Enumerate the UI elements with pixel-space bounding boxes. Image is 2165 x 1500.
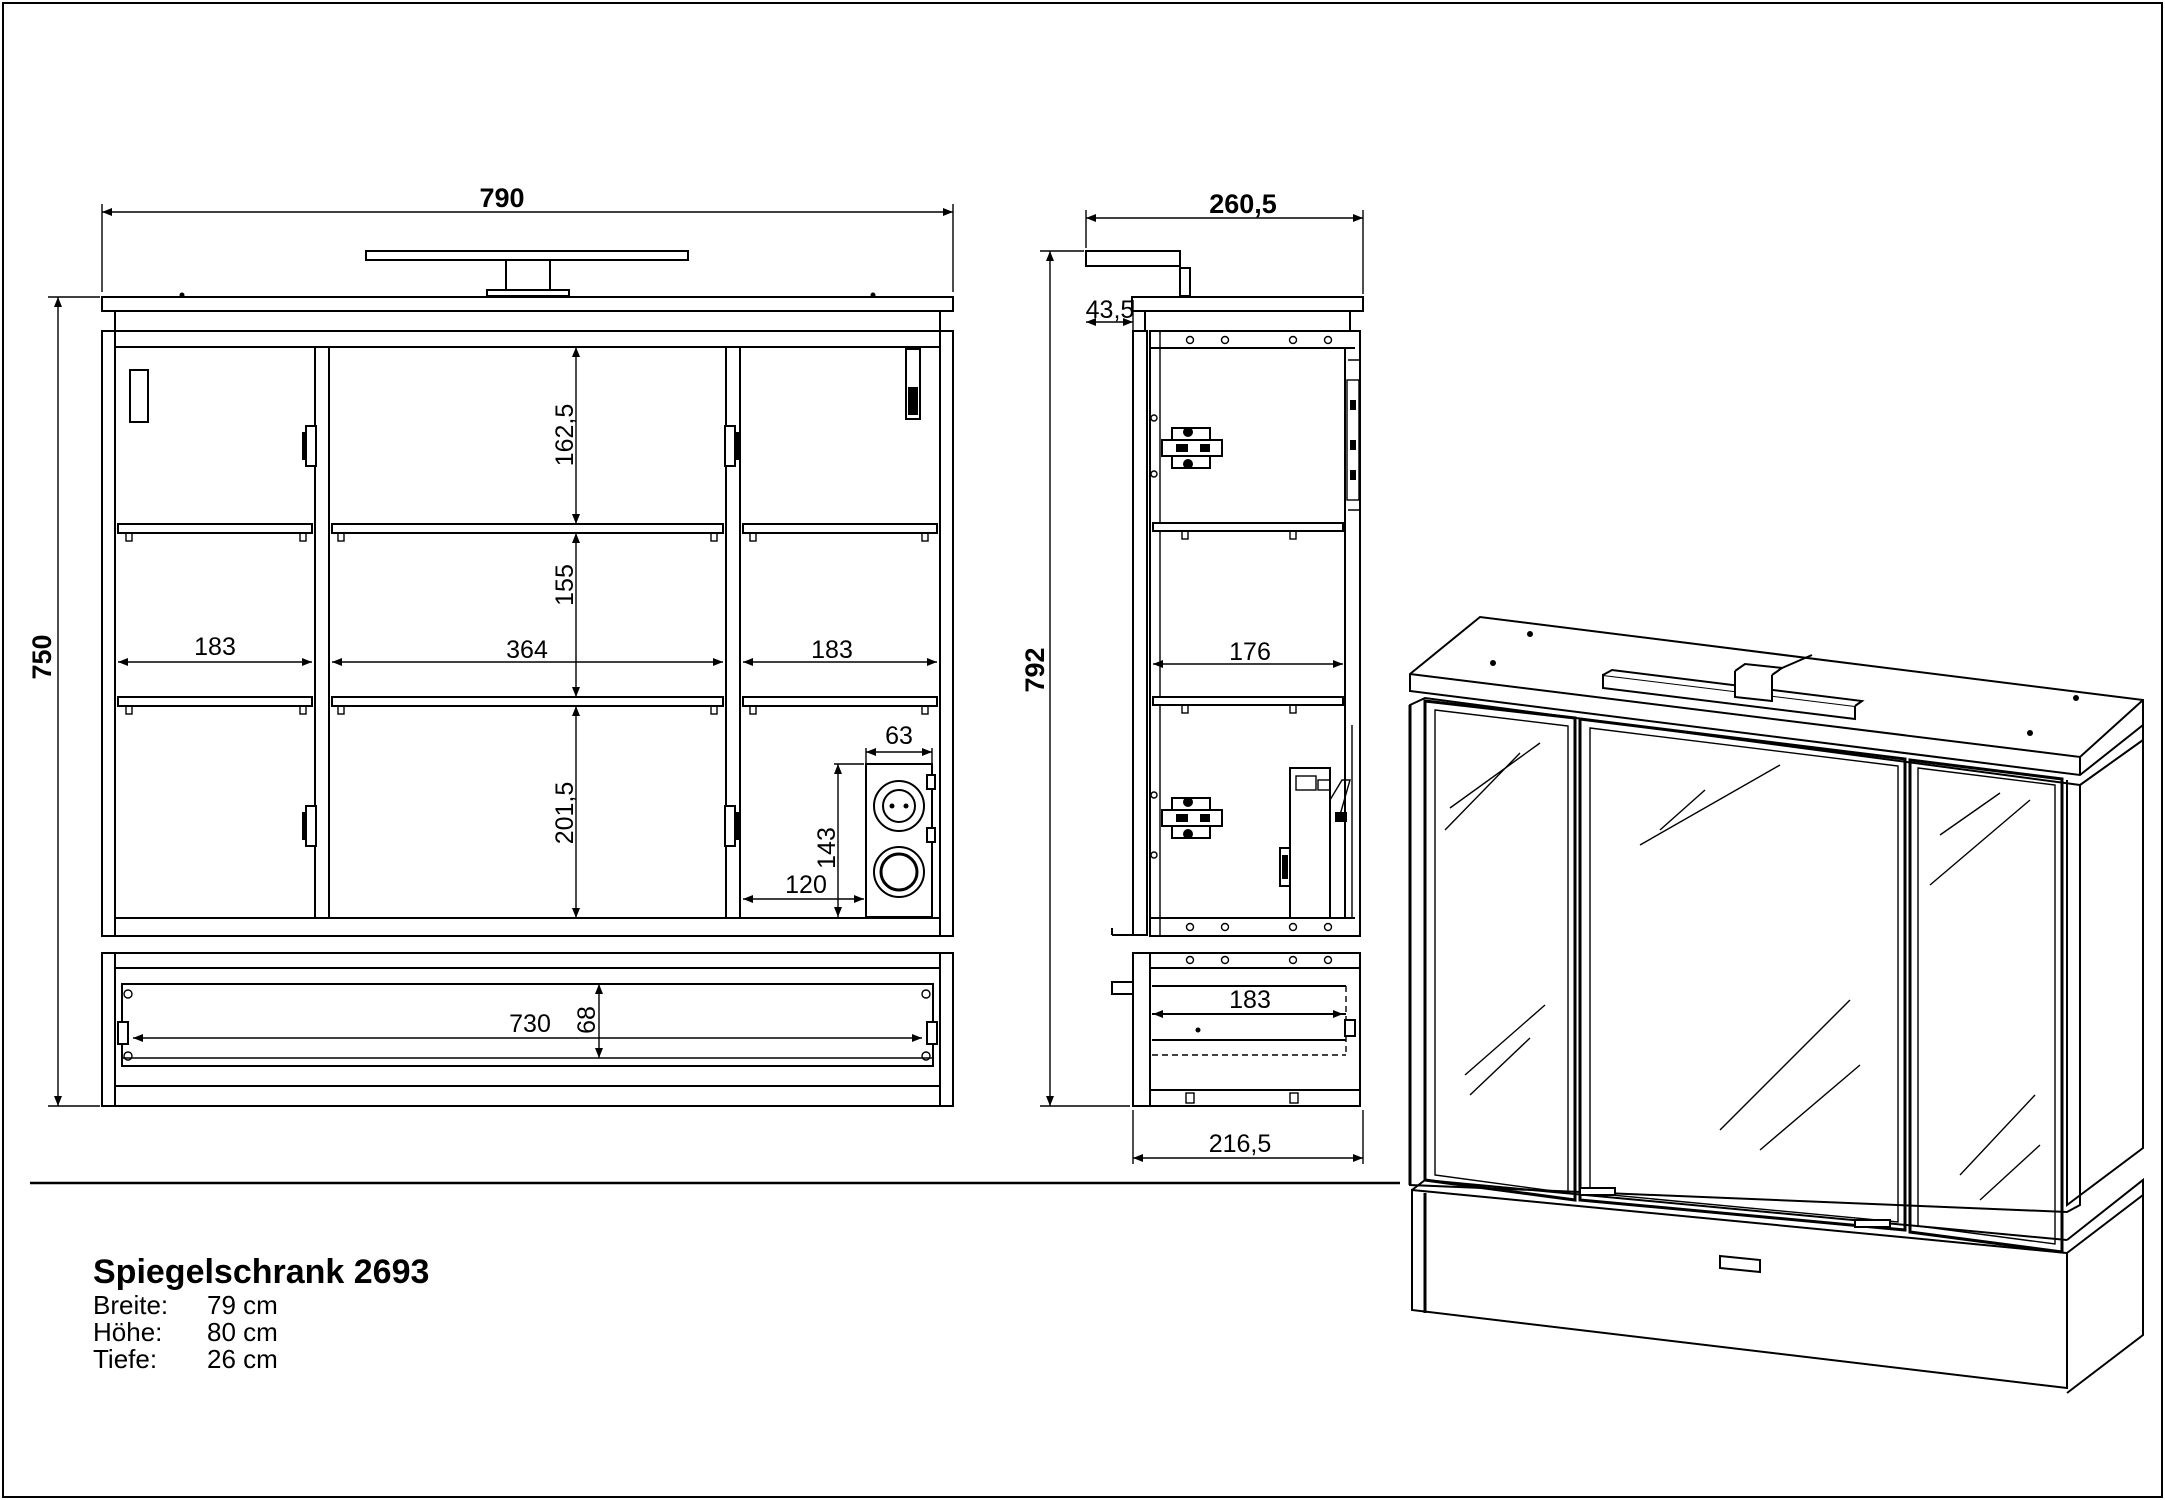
side-door	[1132, 330, 1148, 936]
lamp-bar	[365, 250, 689, 261]
dim-height: 750	[27, 634, 57, 679]
dim-upper-height: 162,5	[551, 404, 579, 467]
drawer-iso	[1411, 1188, 2068, 1390]
product-title: Spiegelschrank 2693	[93, 1253, 430, 1291]
spec-width: Breite: 79 cm	[93, 1292, 429, 1319]
dim-width: 790	[479, 183, 524, 213]
shelf-upper-left	[117, 523, 313, 534]
isometric-view	[1408, 615, 2144, 1394]
electronics-icon	[1279, 348, 1361, 919]
dim-lamp-offset: 43,5	[1086, 296, 1135, 324]
dim-drawer-depth: 183	[1229, 986, 1271, 1014]
hinge-side-icon	[1161, 427, 1223, 839]
socket-outlet-icon	[865, 763, 936, 918]
dim-drawer-height: 68	[573, 1006, 601, 1034]
dim-right-width: 183	[811, 636, 853, 664]
front-view: 790 750 162,5 155 201,5 183 364 183 63 1…	[27, 183, 954, 1107]
dim-drawer-width: 730	[509, 1010, 551, 1038]
side-drawer	[1132, 952, 1361, 1107]
side-top-plate	[1131, 296, 1364, 312]
dim-left-width: 183	[194, 633, 236, 661]
spec-height: Höhe: 80 cm	[93, 1319, 429, 1346]
spec-value: 80 cm	[207, 1317, 278, 1347]
side-view: 260,5 43,5 792 176 183 216,5	[1020, 189, 1364, 1164]
lamp-arm	[1085, 250, 1191, 297]
dim-lower-height: 201,5	[551, 782, 579, 845]
spec-label: Breite:	[93, 1290, 169, 1320]
shelf-upper-right	[742, 523, 938, 534]
dim-base-depth: 216,5	[1209, 1130, 1272, 1158]
spec-label: Höhe:	[93, 1317, 163, 1347]
dim-socket-width: 63	[885, 722, 913, 750]
dim-center-width: 364	[506, 636, 548, 664]
shelf-lower-right	[742, 696, 938, 707]
spec-depth: Tiefe: 26 cm	[93, 1346, 429, 1373]
divider-left	[314, 346, 330, 919]
switch-icon	[129, 369, 149, 423]
spec-value: 26 cm	[207, 1344, 278, 1374]
door-right	[1908, 758, 2064, 1254]
shelf-lower-left	[117, 696, 313, 707]
dim-middle-height: 155	[551, 564, 579, 606]
product-info: Spiegelschrank 2693 Breite: 79 cm Höhe: …	[93, 1252, 429, 1373]
shelf-lower-center	[331, 696, 724, 707]
spec-label: Tiefe:	[93, 1344, 158, 1374]
drawer-handle-icon	[1719, 1254, 1761, 1274]
dim-side-height: 792	[1020, 647, 1050, 692]
top-plate	[101, 296, 954, 312]
mirror-reflection	[1444, 742, 2041, 1201]
lamp-base	[486, 289, 570, 297]
dim-socket-offset: 120	[785, 871, 827, 899]
lamp-stem	[505, 259, 551, 293]
dim-inner-depth: 176	[1229, 638, 1271, 666]
dim-depth: 260,5	[1209, 189, 1277, 219]
divider-right	[725, 346, 741, 919]
hinge-icon	[302, 425, 739, 847]
shelf-upper-center	[331, 523, 724, 534]
spec-value: 79 cm	[207, 1290, 278, 1320]
door-left	[1423, 699, 1577, 1202]
door-center	[1578, 717, 1907, 1232]
side-carcass	[1149, 330, 1361, 937]
dim-socket-height: 143	[813, 827, 841, 869]
